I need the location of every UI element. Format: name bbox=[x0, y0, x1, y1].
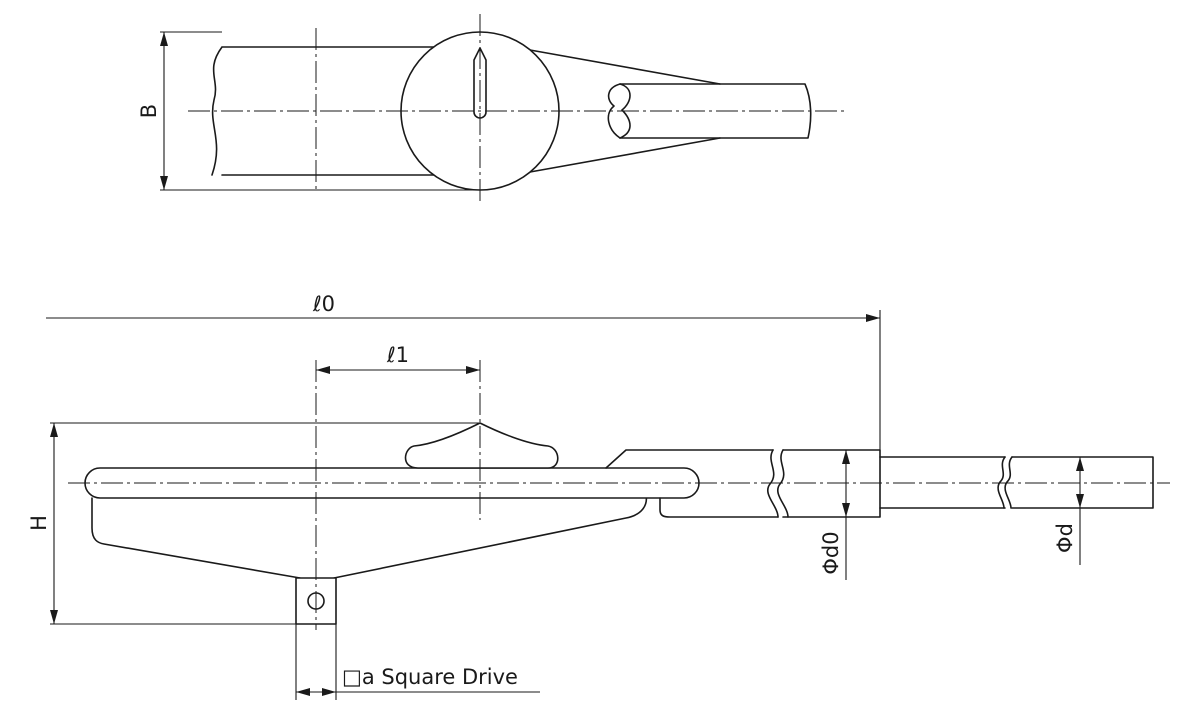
square-drive-label: □a Square Drive bbox=[342, 665, 518, 689]
b-dimension-label: B bbox=[137, 104, 161, 118]
d0-arrow-top bbox=[842, 450, 850, 464]
d-arrow-top bbox=[1076, 457, 1084, 471]
handle-break-mark bbox=[607, 83, 631, 139]
l0-arrow-right bbox=[866, 314, 880, 322]
a-arrow-right bbox=[322, 688, 336, 696]
l1-dimension-label: ℓ1 bbox=[386, 343, 409, 367]
head-slot bbox=[473, 47, 487, 119]
head-body-outline bbox=[211, 46, 471, 176]
d-dimension-label: Φd bbox=[1053, 523, 1077, 553]
neck-lower-line bbox=[659, 497, 779, 518]
h-dimension-label: H bbox=[27, 515, 51, 531]
h-arrow-top bbox=[50, 423, 58, 437]
handle-tube-outline bbox=[619, 83, 812, 139]
a-arrow-left bbox=[296, 688, 310, 696]
b-arrow-bottom bbox=[160, 176, 168, 190]
d0-arrow-bottom bbox=[842, 503, 850, 517]
h-arrow-bottom bbox=[50, 610, 58, 624]
tube-break-left bbox=[997, 456, 1006, 509]
shaft-break-right bbox=[777, 449, 789, 518]
tube-break-right bbox=[1004, 456, 1013, 509]
b-arrow-top bbox=[160, 32, 168, 46]
l0-dimension-label: ℓ0 bbox=[312, 292, 335, 316]
neck-upper-line bbox=[605, 449, 774, 469]
l1-arrow-left bbox=[316, 366, 330, 374]
d-arrow-bottom bbox=[1076, 494, 1084, 508]
top-view: B bbox=[137, 14, 845, 204]
side-view: ℓ0 ℓ1 H Φd0 Φd □a Square Drive bbox=[27, 292, 1170, 700]
d0-dimension-label: Φd0 bbox=[819, 531, 843, 574]
top-knob bbox=[404, 422, 559, 469]
lower-arm-outline bbox=[91, 494, 648, 579]
l1-arrow-right bbox=[466, 366, 480, 374]
neck-taper-lines bbox=[529, 49, 721, 173]
tube-segment-left bbox=[879, 456, 1006, 509]
shaft-break-left bbox=[767, 449, 779, 518]
